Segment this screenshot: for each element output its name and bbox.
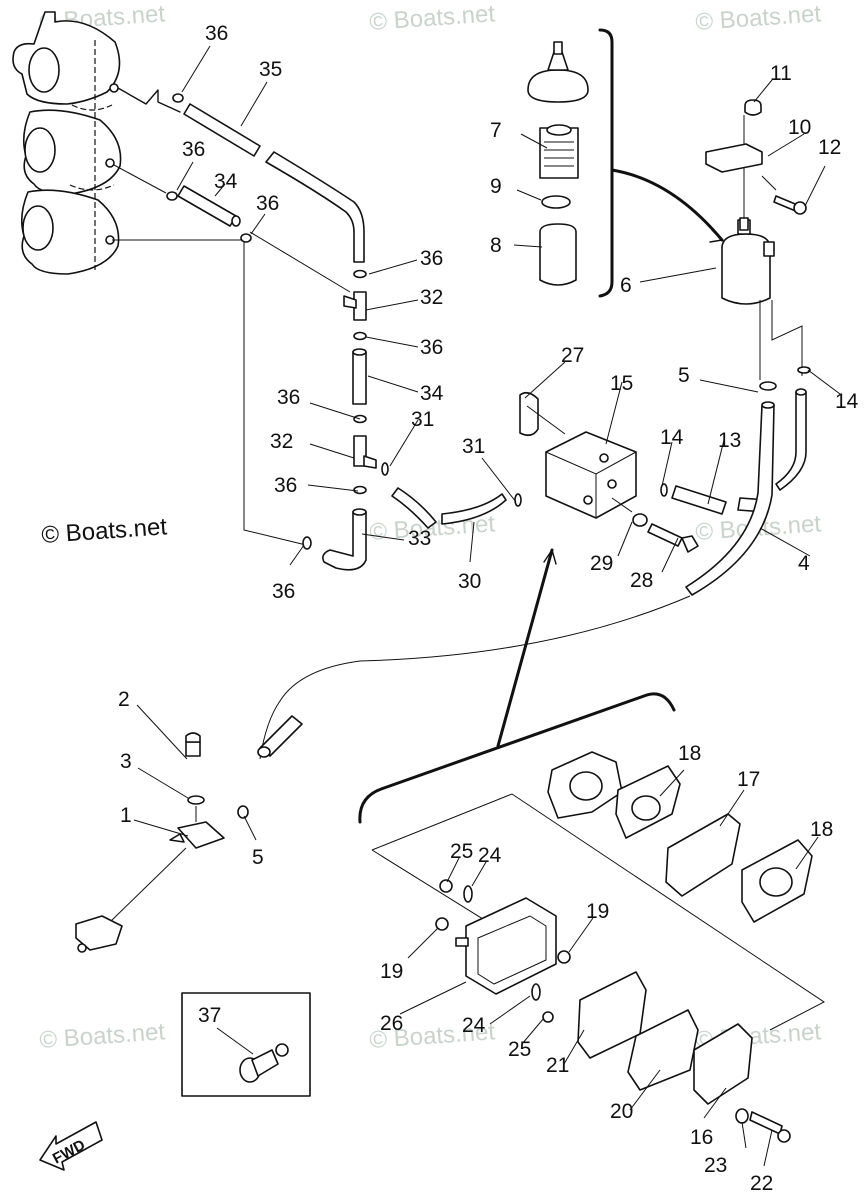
watermark-dark: © Boats.net xyxy=(41,513,169,549)
callout-29: 29 xyxy=(590,552,613,575)
callout-33: 33 xyxy=(408,527,431,550)
pump-diaphragm-cover xyxy=(577,971,791,1143)
callout-7: 7 xyxy=(490,119,502,142)
callout-25: 25 xyxy=(508,1038,531,1061)
leader-lines xyxy=(133,45,841,1167)
callout-6: 6 xyxy=(620,274,632,297)
callout-36: 36 xyxy=(182,138,205,161)
callout-34: 34 xyxy=(214,170,238,193)
callout-4: 4 xyxy=(798,552,810,575)
callout-5: 5 xyxy=(252,846,264,869)
watermark: © Boats.net xyxy=(695,0,823,36)
inset-box xyxy=(181,992,311,1097)
callout-18: 18 xyxy=(810,818,833,841)
callout-36: 36 xyxy=(274,474,297,497)
callout-23: 23 xyxy=(704,1154,727,1177)
callout-28: 28 xyxy=(630,569,653,592)
callout-31: 31 xyxy=(462,435,485,458)
callout-25: 25 xyxy=(450,840,473,863)
callout-26: 26 xyxy=(380,1012,403,1035)
callout-3: 3 xyxy=(120,750,132,773)
callout-36: 36 xyxy=(420,247,443,270)
callout-14: 14 xyxy=(835,390,859,413)
callout-13: 13 xyxy=(718,429,741,452)
callout-10: 10 xyxy=(788,116,811,139)
callout-30: 30 xyxy=(458,570,481,593)
callout-19: 19 xyxy=(380,960,403,983)
callout-22: 22 xyxy=(750,1172,773,1195)
fuel-hose xyxy=(257,366,811,760)
tee-fittings xyxy=(322,291,507,571)
callout-2: 2 xyxy=(118,688,130,711)
fuel-filter-assembly xyxy=(705,99,807,380)
callout-8: 8 xyxy=(490,234,502,257)
pump-gaskets xyxy=(547,751,813,923)
hoses-top xyxy=(112,87,365,546)
callout-5: 5 xyxy=(678,364,690,387)
callout-24: 24 xyxy=(478,844,502,867)
callout-36: 36 xyxy=(277,386,300,409)
callout-19: 19 xyxy=(586,900,609,923)
fwd-direction-badge: FWD xyxy=(39,1121,103,1171)
callout-27: 27 xyxy=(561,344,584,367)
callout-24: 24 xyxy=(462,1014,486,1037)
callout-12: 12 xyxy=(818,136,841,159)
callout-labels: 36 35 36 34 36 36 32 36 34 36 32 31 36 3… xyxy=(118,22,859,1195)
callout-14: 14 xyxy=(660,426,684,449)
callout-9: 9 xyxy=(490,175,502,198)
fuel-filter-exploded xyxy=(527,28,724,298)
callout-18: 18 xyxy=(678,742,701,765)
callout-34: 34 xyxy=(420,382,444,405)
callout-36: 36 xyxy=(205,22,228,45)
callout-36: 36 xyxy=(272,580,295,603)
callout-21: 21 xyxy=(546,1054,569,1077)
callout-37: 37 xyxy=(198,1004,221,1027)
callout-1: 1 xyxy=(120,804,132,827)
callout-32: 32 xyxy=(420,286,443,309)
callout-35: 35 xyxy=(259,58,282,81)
carburetor-assembly xyxy=(12,11,122,275)
watermark: © Boats.net xyxy=(39,1018,167,1054)
callout-36: 36 xyxy=(420,336,443,359)
callout-31: 31 xyxy=(411,408,434,431)
callout-20: 20 xyxy=(610,1100,633,1123)
fuel-pump-upper xyxy=(519,391,769,553)
fuel-pump-lower xyxy=(435,879,571,1023)
watermark: © Boats.net xyxy=(369,0,497,36)
callout-15: 15 xyxy=(610,372,633,395)
callout-17: 17 xyxy=(737,768,760,791)
callout-36: 36 xyxy=(256,192,279,215)
callout-11: 11 xyxy=(770,62,792,85)
hose-clips xyxy=(166,93,522,550)
callout-16: 16 xyxy=(690,1126,713,1149)
fuel-joint xyxy=(75,732,249,953)
callout-32: 32 xyxy=(270,430,293,453)
